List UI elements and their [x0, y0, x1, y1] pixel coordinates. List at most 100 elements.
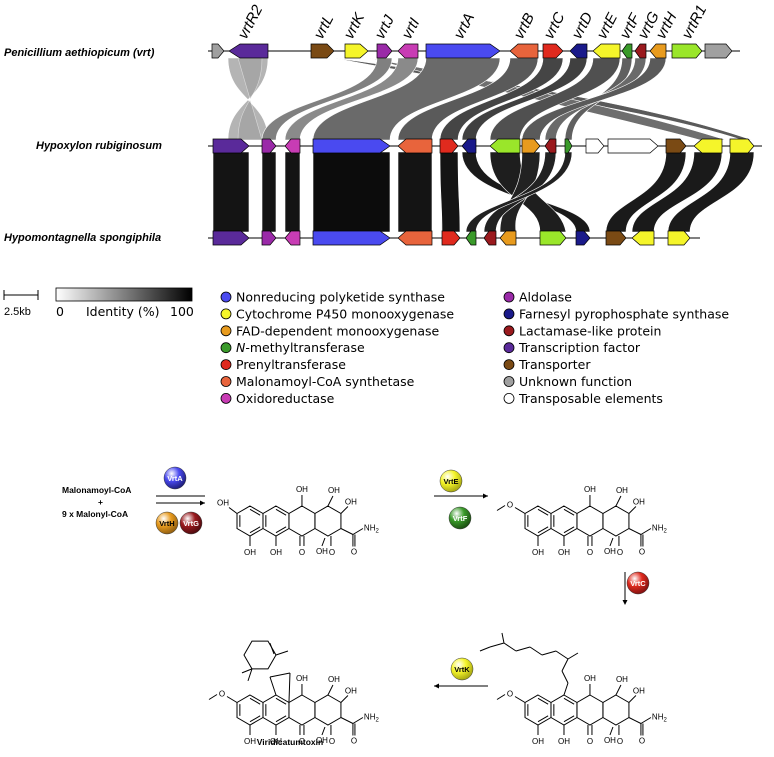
synteny-links: [212, 57, 755, 233]
atom-label: OH: [558, 737, 570, 746]
atom-label: OH: [532, 548, 544, 557]
atom-label: O: [507, 501, 513, 510]
atom-label: OH: [584, 674, 596, 683]
identity-scale: 0 Identity (%) 100: [55, 287, 194, 319]
species-label-3: Hypomontagnella spongiphila: [4, 232, 161, 244]
gene-label: vrtK: [341, 9, 369, 41]
link2-j: [261, 151, 277, 233]
atom-label: O: [617, 548, 623, 557]
h3-nmt: [465, 230, 477, 246]
identity-min: 0: [56, 304, 64, 319]
atom-label: OH: [616, 486, 628, 495]
legend-label: Nonreducing polyketide synthase: [236, 290, 445, 305]
link2-d: [461, 151, 591, 233]
amide-label: NH2: [364, 713, 380, 724]
h2-fpps: [461, 138, 477, 154]
gene-vrtA: [425, 43, 501, 59]
h3-aldolase: [261, 230, 277, 246]
amide-label: NH2: [364, 524, 380, 535]
atom-label: OH: [604, 547, 616, 556]
atom-label: O: [299, 737, 305, 746]
svg-text:VrtH: VrtH: [159, 519, 174, 528]
gene-label: vrtC: [541, 9, 569, 41]
legend-swatch: [503, 308, 515, 320]
link2-r2: [212, 151, 250, 233]
legend-label: Farnesyl pyrophosphate synthase: [519, 306, 729, 321]
gene-label: vrtJ: [372, 12, 399, 42]
h2-fad: [521, 138, 541, 154]
legend-swatch: [220, 308, 232, 320]
gene-vrtD: [569, 43, 588, 59]
substrate-1: Malonamoyl-CoA: [62, 485, 131, 495]
svg-text:VrtK: VrtK: [454, 665, 470, 674]
atom-label: O: [299, 548, 305, 557]
link-vrtC: [439, 57, 564, 141]
atom-label: O: [587, 737, 593, 746]
svg-text:VrtA: VrtA: [167, 474, 183, 483]
species-label-2: Hypoxylon rubiginosum: [36, 140, 162, 152]
legend-label: Unknown function: [519, 374, 632, 389]
svg-text:VrtE: VrtE: [443, 477, 458, 486]
legend-swatch: [503, 325, 515, 337]
legend-label: Lactamase-like protein: [519, 323, 661, 338]
atom-label: OH: [345, 498, 357, 507]
legend-item: Farnesyl pyrophosphate synthase: [503, 306, 729, 321]
atom-label: OH: [584, 485, 596, 494]
link2-i: [284, 151, 301, 233]
legend-item: FAD-dependent monooxygenase: [220, 323, 439, 338]
h2-tf: [212, 138, 250, 154]
link2-a: [312, 151, 391, 233]
h2-prenyl: [439, 138, 459, 154]
svg-text:VrtG: VrtG: [183, 519, 199, 528]
enzyme-vrtA: VrtA: [163, 466, 187, 490]
atom-label: OH: [532, 737, 544, 746]
legend-swatch: [220, 291, 232, 303]
atom-label: O: [617, 737, 623, 746]
atom-label: OH: [604, 736, 616, 745]
svg-text:VrtC: VrtC: [630, 579, 646, 588]
atom-label: O: [219, 690, 225, 699]
link2-l: [605, 151, 687, 233]
legend-item: Transposable elements: [503, 391, 663, 406]
gene-label: vrtR2: [235, 2, 267, 42]
gene-unknown-2: [704, 43, 733, 59]
gene-vrtL: [310, 43, 335, 59]
gene-vrtF: [621, 43, 633, 59]
amide-label: NH2: [652, 524, 668, 535]
gene-label: vrtL: [311, 12, 338, 42]
legend-swatch: [220, 342, 232, 354]
legend-item: Lactamase-like protein: [503, 323, 661, 338]
enzyme-vrtH: VrtH: [155, 511, 179, 535]
legend-label: Aldolase: [519, 290, 572, 305]
legend-item: Transporter: [503, 357, 591, 372]
legend-label: Prenyltransferase: [236, 357, 346, 372]
atom-label: OH: [328, 486, 340, 495]
atom-label: O: [507, 690, 513, 699]
h2-p450b: [729, 138, 755, 154]
gene-label: vrtA: [451, 10, 479, 42]
link-vrtH: [521, 57, 667, 141]
h2-oxred: [284, 138, 301, 154]
h2-nmt: [564, 138, 573, 154]
h2-transporter: [665, 138, 687, 154]
legend-item: Aldolase: [503, 290, 572, 305]
tracks: [208, 43, 762, 246]
link2-c: [439, 151, 461, 233]
identity-max: 100: [170, 304, 194, 319]
atom-label: O: [351, 737, 357, 746]
h3-tf: [212, 230, 250, 246]
enzyme-vrtE: VrtE: [439, 469, 463, 493]
legend-label: Transposable elements: [518, 391, 663, 406]
atom-label: OH: [217, 499, 229, 508]
h2-lact: [544, 138, 557, 154]
h2-p450a: [693, 138, 723, 154]
gene-label: vrtD: [569, 9, 597, 41]
atom-label: OH: [633, 687, 645, 696]
atom-label: OH: [270, 548, 282, 557]
h2-malcoa: [397, 138, 433, 154]
